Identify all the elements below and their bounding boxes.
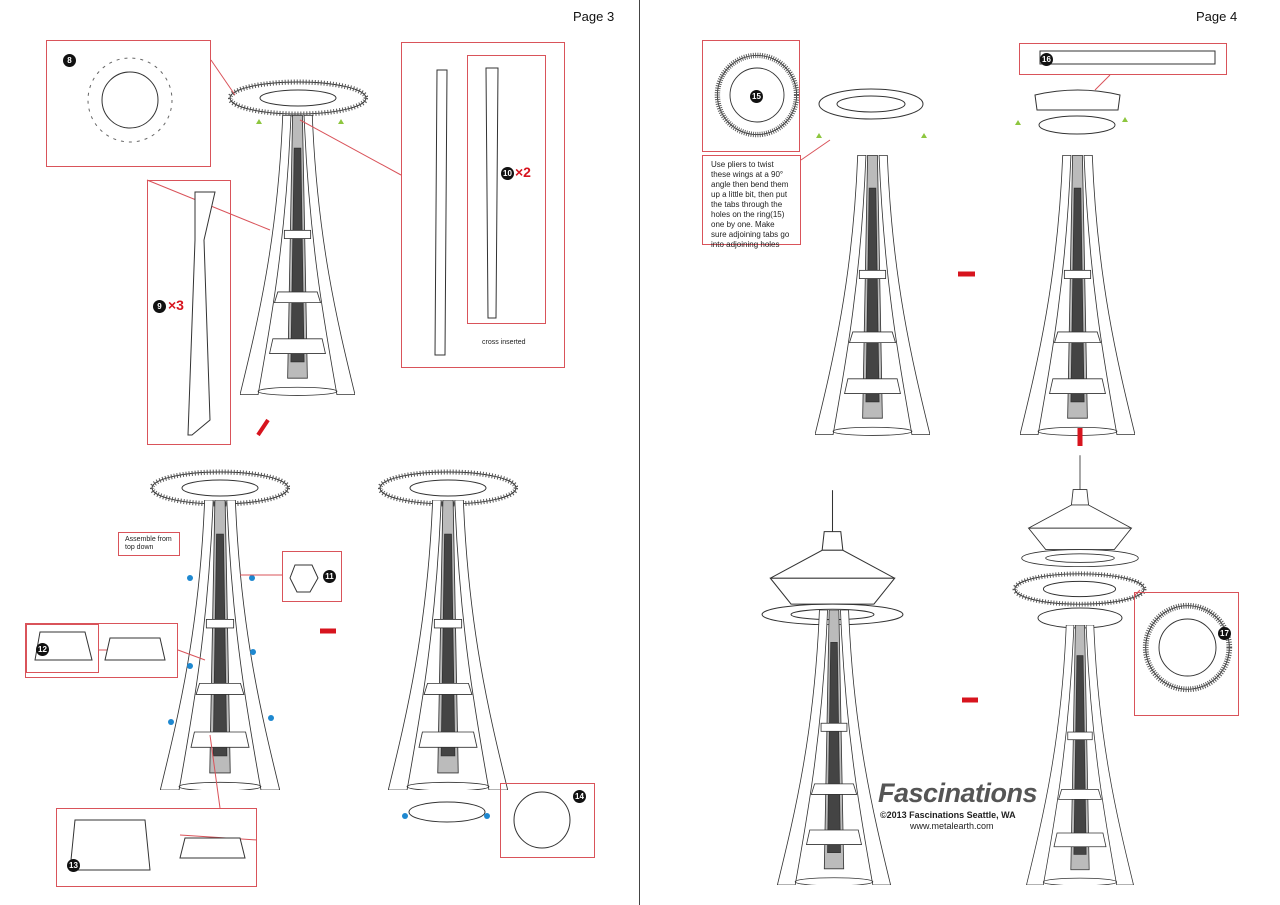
page-number: Page 4 xyxy=(1196,9,1238,24)
copyright: ©2013 Fascinations Seattle, WA xyxy=(880,810,1016,820)
step-15-17-assembly xyxy=(256,50,1229,885)
step-number: 12 xyxy=(36,643,49,656)
website-url: www.metalearth.com xyxy=(910,821,994,831)
step-10-box: 10 ×2 cross inserted xyxy=(401,42,565,368)
step-11-box: 11 xyxy=(282,551,342,602)
step-17-box: 17 xyxy=(1134,592,1239,716)
step-number: 16 xyxy=(1040,53,1053,66)
fascinations-logo: Fascinations xyxy=(878,778,1038,808)
pliers-instruction-note: Use pliers to twist these wings at a 90°… xyxy=(702,155,801,249)
step-12-box: 12 xyxy=(25,623,178,678)
step-number: 8 xyxy=(63,54,76,67)
page-4: Page 4 xyxy=(641,0,1280,905)
step-number: 10 xyxy=(501,167,514,180)
quantity: ×3 xyxy=(168,297,184,313)
step-number: 13 xyxy=(67,859,80,872)
step-number: 17 xyxy=(1218,627,1231,640)
step-number: 15 xyxy=(750,90,763,103)
step-13-box: 13 xyxy=(56,808,257,887)
cross-inserted-label: cross inserted xyxy=(482,339,526,346)
part-12-detail xyxy=(26,624,99,673)
part-9 xyxy=(187,67,499,436)
page-3: Page 3 xyxy=(573,0,640,905)
part-10-detail: 10 ×2 xyxy=(467,55,546,324)
step-number: 11 xyxy=(323,570,336,583)
assemble-note: Assemble from top down xyxy=(118,532,180,556)
page-number: Page 3 xyxy=(573,9,615,24)
arrow-icon xyxy=(256,418,270,437)
step-8-assembly xyxy=(87,57,402,396)
step-11-13-assembly xyxy=(34,472,571,871)
step-number: 9 xyxy=(153,300,166,313)
step-14-box: 14 xyxy=(500,783,595,858)
step-15-box: 15 xyxy=(702,40,800,152)
step-9-box: 9 ×3 xyxy=(147,180,231,445)
step-number: 14 xyxy=(573,790,586,803)
step-8-box: 8 xyxy=(46,40,211,167)
quantity: ×2 xyxy=(515,164,531,180)
step-16-box: 16 xyxy=(1019,43,1227,75)
